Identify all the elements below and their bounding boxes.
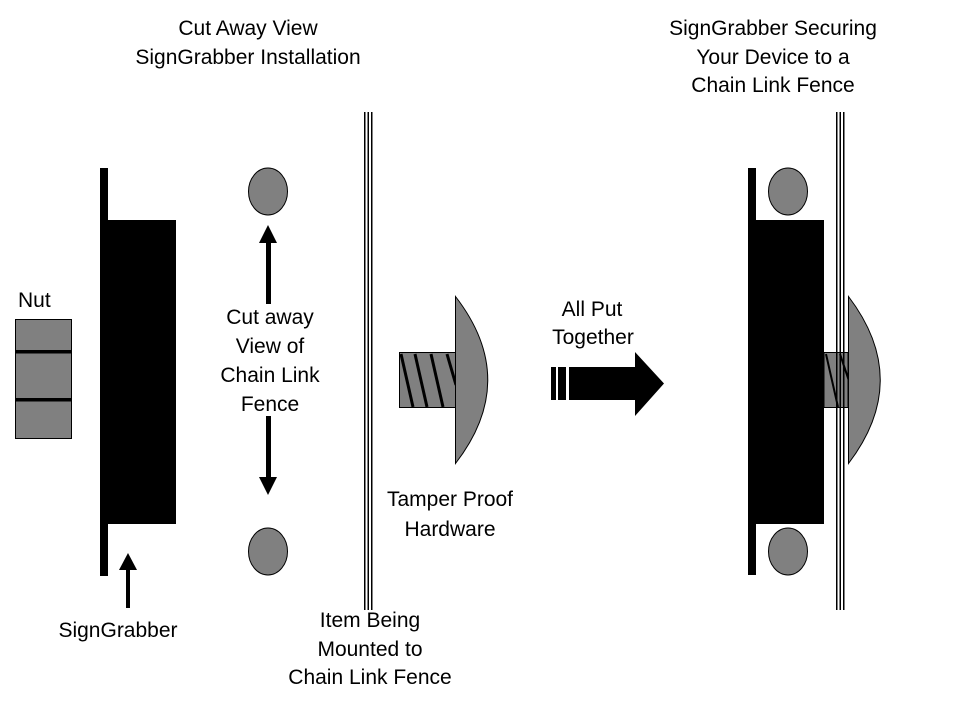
right-title-line3: Chain Link Fence — [691, 74, 854, 97]
left-title-line2: SignGrabber Installation — [135, 46, 360, 69]
fence-cutaway-label-4: Fence — [241, 393, 299, 416]
mounted-item-panel — [364, 112, 373, 610]
right-title-line2: Your Device to a — [696, 46, 850, 69]
up-arrow-icon — [259, 225, 277, 304]
tamper-proof-bolt — [399, 295, 489, 465]
nut — [15, 319, 72, 439]
hardware-label-1: Tamper Proof — [387, 488, 513, 511]
fence-cutaway-label-1: Cut away — [226, 306, 314, 329]
signgrabber-label: SignGrabber — [58, 619, 177, 642]
left-title-line1: Cut Away View — [178, 17, 318, 40]
fence-cutaway-label-2: View of — [236, 335, 305, 358]
nut-label: Nut — [18, 289, 51, 312]
signgrabber-part — [100, 168, 176, 576]
item-label-1: Item Being — [320, 609, 420, 632]
down-arrow-icon — [259, 416, 277, 495]
assembly-label-1: All Put — [562, 298, 623, 321]
right-title-line1: SignGrabber Securing — [669, 17, 877, 40]
assembled-view — [748, 112, 881, 610]
fence-wire-bottom — [248, 527, 288, 576]
item-label-3: Chain Link Fence — [288, 666, 451, 689]
fence-wire-top — [248, 167, 288, 216]
signgrabber-arrow-icon — [119, 553, 137, 608]
item-label-2: Mounted to — [317, 638, 422, 661]
assembly-label-2: Together — [552, 326, 634, 349]
hardware-label-2: Hardware — [404, 518, 495, 541]
right-arrow-icon — [551, 352, 664, 416]
fence-cutaway-label-3: Chain Link — [220, 364, 320, 387]
